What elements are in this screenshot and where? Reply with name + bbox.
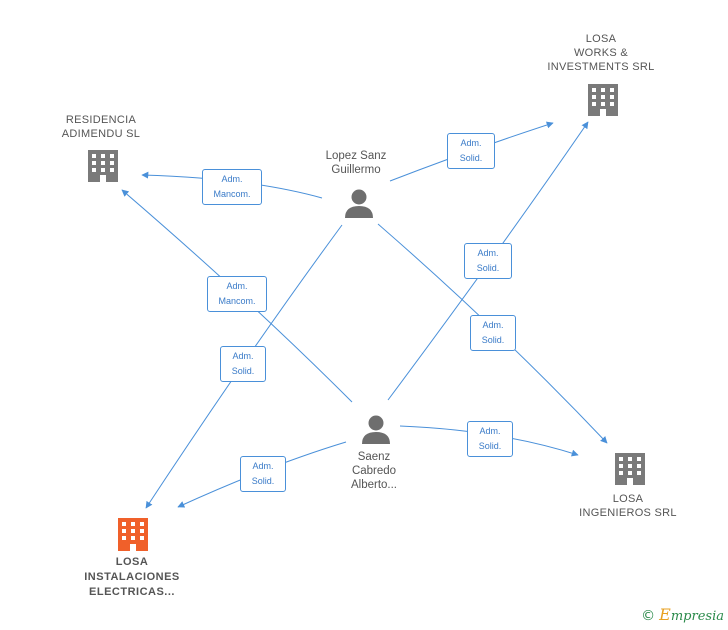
company-label-residencia-adimendu[interactable]: RESIDENCIA ADIMENDU SL: [61, 114, 141, 140]
brand-logo-text: mpresia: [670, 609, 724, 624]
brand-footer: ©Empresia: [641, 605, 724, 624]
edge-label-saenz-works[interactable]: Adm. Solid.: [464, 243, 512, 279]
brand-logo-initial: E: [659, 605, 671, 624]
company-label-losa-instalaciones[interactable]: LOSA INSTALACIONES ELECTRICAS...: [84, 556, 180, 598]
edge-label-lopez-residencia[interactable]: Adm. Mancom.: [202, 169, 262, 205]
person-label-lopez-sanz[interactable]: Lopez Sanz Guillermo: [325, 150, 387, 176]
person-label-saenz-cabredo[interactable]: Saenz Cabredo Alberto...: [350, 451, 398, 491]
person-icon: [362, 415, 390, 444]
edge-label-lopez-ingenieros[interactable]: Adm. Solid.: [470, 315, 516, 351]
person-icon: [345, 189, 373, 218]
copyright-icon: ©: [641, 608, 656, 624]
building-icon: [588, 84, 618, 116]
edge-label-lopez-works[interactable]: Adm. Solid.: [447, 133, 495, 169]
edge-label-saenz-ingenieros[interactable]: Adm. Solid.: [467, 421, 513, 457]
edge-label-lopez-instalaciones[interactable]: Adm. Solid.: [220, 346, 266, 382]
building-icon: [88, 150, 118, 182]
company-label-losa-ingenieros[interactable]: LOSA INGENIEROS SRL: [579, 493, 677, 519]
building-icon: [615, 453, 645, 485]
company-label-losa-works[interactable]: LOSA WORKS & INVESTMENTS SRL: [547, 33, 655, 73]
edge-label-saenz-residencia[interactable]: Adm. Mancom.: [207, 276, 267, 312]
edge-label-saenz-instalaciones[interactable]: Adm. Solid.: [240, 456, 286, 492]
building-icon-highlight: [118, 518, 148, 551]
